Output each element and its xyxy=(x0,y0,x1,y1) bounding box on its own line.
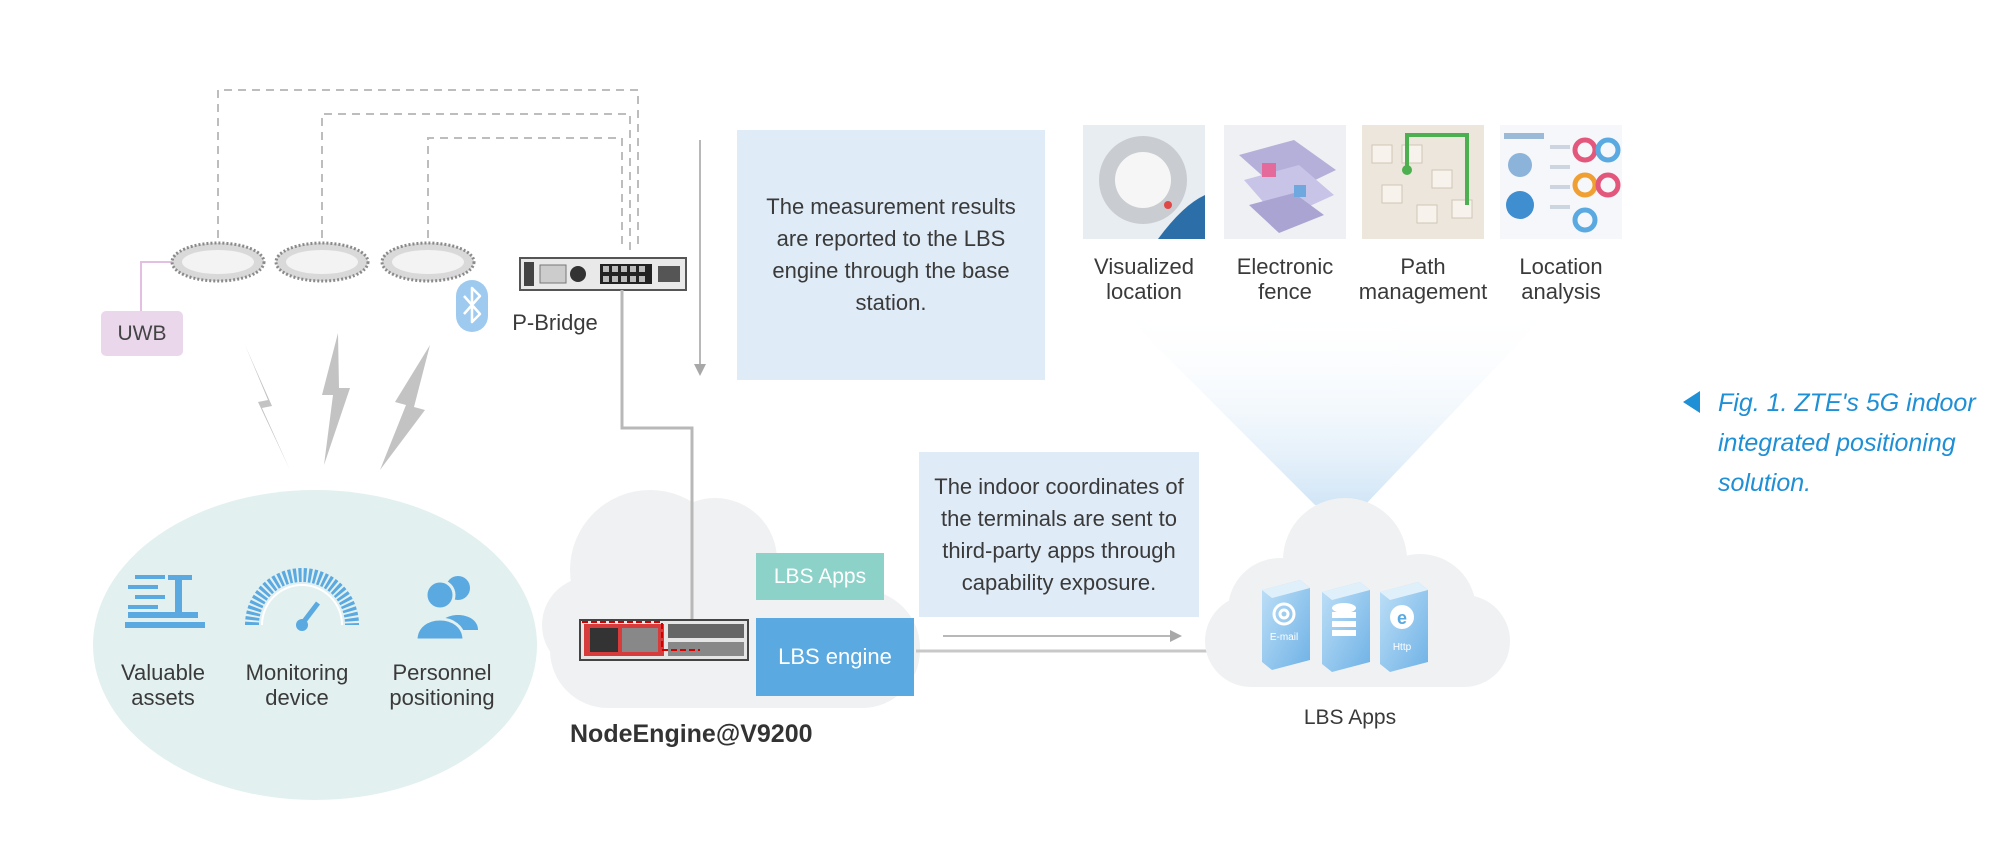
lbs-apps-chip: LBS Apps xyxy=(756,553,884,600)
coordinates-info-text: The indoor coordinates of the terminals … xyxy=(934,473,1184,595)
p-bridge-label: P-Bridge xyxy=(512,310,598,335)
backhaul-link xyxy=(620,290,694,622)
svg-text:e: e xyxy=(1397,608,1407,628)
antenna-3 xyxy=(380,241,476,283)
people-icon xyxy=(414,576,478,642)
server-boxes: e xyxy=(1262,580,1428,672)
lightning-icons xyxy=(245,333,430,470)
coordinates-info-box: The indoor coordinates of the terminals … xyxy=(919,452,1199,617)
uwb-badge: UWB xyxy=(101,311,183,356)
app-label-location-analysis: Location analysis xyxy=(1519,254,1603,304)
antenna-group xyxy=(170,241,476,283)
dashed-links xyxy=(217,89,639,250)
visualized-location-thumbnail xyxy=(1083,125,1205,239)
terminal-label-personnel-positioning: Personnel positioning xyxy=(389,660,495,710)
terminal-label-valuable-assets: Valuable assets xyxy=(121,660,205,710)
app-label-electronic-fence: Electronic fence xyxy=(1236,254,1334,304)
p-bridge-device xyxy=(519,257,687,291)
app-label-path-management: Path management xyxy=(1358,254,1488,304)
figure-caption: Fig. 1. ZTE's 5G indoor integrated posit… xyxy=(1718,389,1976,497)
exposure-arrow xyxy=(943,630,1182,642)
terminal-label-monitoring-device: Monitoring device xyxy=(245,660,349,710)
electronic-fence-thumbnail xyxy=(1224,125,1346,239)
app-label-visualized-location: Visualized location xyxy=(1094,254,1194,304)
measurement-info-box: The measurement results are reported to … xyxy=(737,130,1045,380)
at-sign-icon xyxy=(1272,602,1296,626)
gauge-icon xyxy=(245,568,359,631)
node-engine-label: NodeEngine@V9200 xyxy=(570,720,813,748)
report-arrow xyxy=(694,140,706,376)
http-server-label: Http xyxy=(1392,642,1412,653)
lbs-apps-cloud-label: LBS Apps xyxy=(1303,706,1397,729)
app-beam xyxy=(1115,305,1555,505)
measurement-info-text: The measurement results are reported to … xyxy=(766,194,1016,315)
lbs-engine-box: LBS engine xyxy=(756,618,914,696)
caption-triangle-icon xyxy=(1683,391,1700,413)
terminal-ellipse xyxy=(93,490,537,800)
bluetooth-icon xyxy=(456,280,488,332)
uwb-link xyxy=(140,261,172,311)
internet-explorer-icon: e xyxy=(1390,605,1414,629)
node-engine-device xyxy=(579,619,749,661)
email-server-label: E-mail xyxy=(1269,632,1299,643)
path-management-thumbnail xyxy=(1362,125,1484,239)
database-icon xyxy=(1332,603,1356,636)
location-analysis-thumbnail xyxy=(1500,125,1622,239)
antenna-1 xyxy=(170,241,266,283)
conveyor-icon xyxy=(125,575,205,628)
antenna-2 xyxy=(274,241,370,283)
